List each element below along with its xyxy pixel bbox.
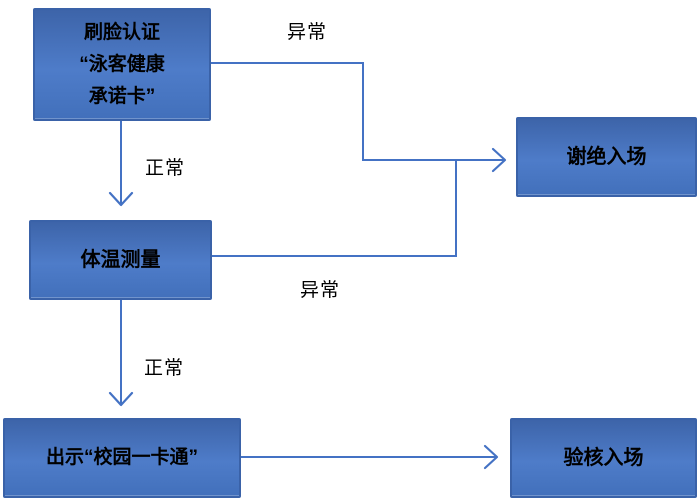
node-verify-entry-label: 验核入场 [563,447,644,469]
node-temperature-check-label: 体温测量 [80,249,161,271]
edge-face-auth-to-deny [211,62,507,173]
node-temperature-check: 体温测量 [29,220,212,300]
edge-label-normal-1: 正常 [144,158,185,179]
node-deny-entry-label: 谢绝入场 [566,146,647,168]
node-face-auth: 刷脸认证 “泳客健康 承诺卡” [33,8,211,121]
edge-label-abnormal-mid: 异常 [299,280,340,301]
node-face-auth-label: 刷脸认证 “泳客健康 承诺卡” [79,21,165,107]
edge-label-normal-2: 正常 [143,358,184,379]
edge-label-abnormal-top: 异常 [286,22,327,43]
node-show-campus-card-label: 出示“校园一卡通” [45,447,198,468]
node-deny-entry: 谢绝入场 [516,117,697,197]
node-show-campus-card: 出示“校园一卡通” [3,418,241,498]
edge-temp-to-deny [212,161,457,257]
node-verify-entry: 验核入场 [510,418,697,498]
